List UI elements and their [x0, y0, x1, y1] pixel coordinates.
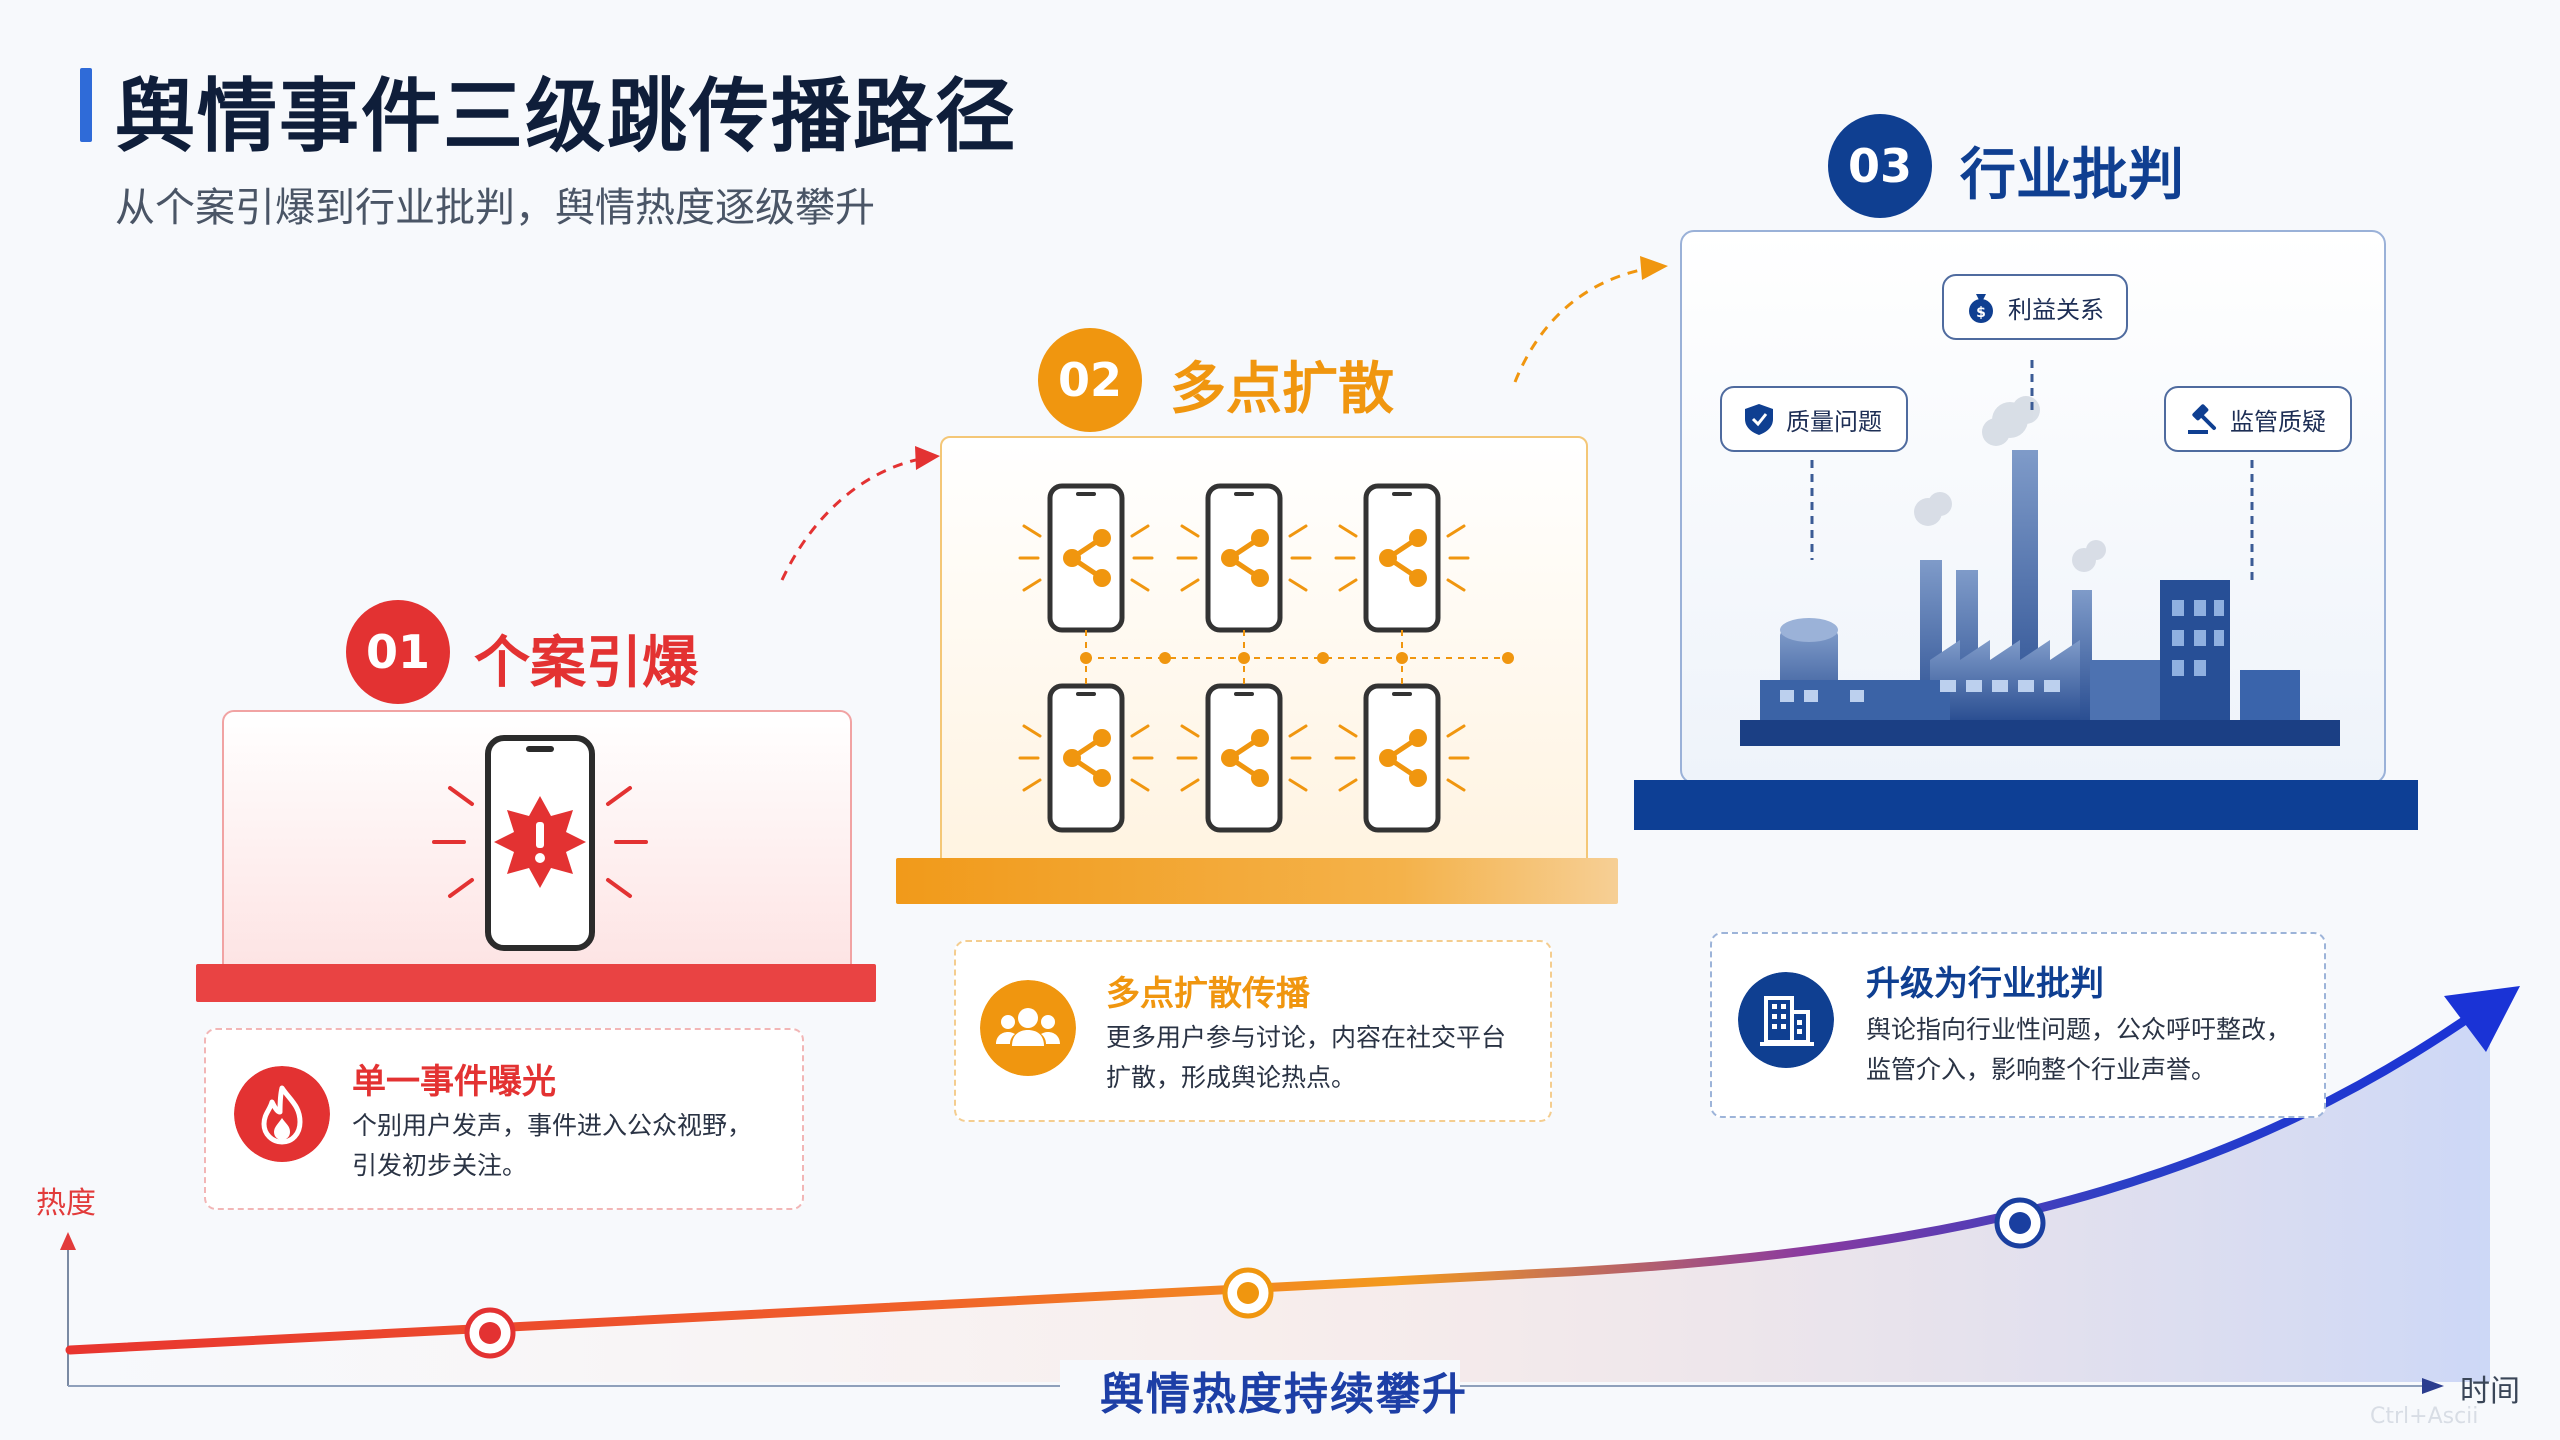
- heat-curve-label: 舆情热度持续攀升: [1100, 1369, 1468, 1420]
- step-03-badge: 03: [1828, 114, 1932, 218]
- step-01-card-desc-line1: 个别用户发声，事件进入公众视野，: [352, 1111, 753, 1140]
- tag-interest-label: 利益关系: [2008, 295, 2104, 324]
- share-phone-3: [1336, 486, 1468, 630]
- arrow-02-to-03: [1513, 266, 1651, 383]
- share-phone-5: [1178, 686, 1310, 830]
- tag-quality-label: 质量问题: [1786, 407, 1882, 436]
- step-03-card-desc-line1: 舆论指向行业性问题，公众呼吁整改，: [1866, 1015, 2292, 1044]
- money-bag-icon: $: [1969, 294, 1993, 323]
- step-03-base: [1634, 780, 2418, 830]
- step-02-base: [896, 858, 1618, 904]
- curve-marker-01: [464, 1307, 516, 1359]
- step-02-card-title: 多点扩散传播: [1106, 974, 1310, 1014]
- step-02-card-desc-line2: 扩散，形成舆论热点。: [1106, 1063, 1357, 1092]
- step-03-card-title: 升级为行业批判: [1866, 964, 2104, 1004]
- share-phone-4: [1020, 686, 1152, 830]
- share-phone-2: [1178, 486, 1310, 630]
- step-02-badge: 02: [1038, 328, 1142, 432]
- step-02-title: 多点扩散: [1170, 357, 1394, 422]
- share-phone-6: [1336, 686, 1468, 830]
- step-01-card-desc-line2: 引发初步关注。: [352, 1151, 528, 1180]
- curve-marker-03: [1994, 1197, 2046, 1249]
- curve-marker-02: [1222, 1267, 1274, 1319]
- step-03-title: 行业批判: [1960, 143, 2184, 208]
- step-01-card-title: 单一事件曝光: [352, 1062, 556, 1102]
- tag-quality-issue: 质量问题: [1720, 386, 1908, 452]
- y-axis-label: 热度: [36, 1186, 96, 1221]
- heat-curve: [65, 1005, 2485, 1355]
- tag-connectors: [1810, 360, 2254, 580]
- step-02-card-desc-line1: 更多用户参与讨论，内容在社交平台: [1106, 1023, 1507, 1052]
- users-icon: [980, 980, 1076, 1076]
- step-03-card-desc-line2: 监管介入，影响整个行业声誉。: [1866, 1055, 2217, 1084]
- page-title: 舆情事件三级跳传播路径: [115, 70, 1017, 163]
- phone-share-grid: [990, 468, 1514, 848]
- gavel-icon: [2188, 404, 2216, 434]
- tag-regulation-doubt: 监管质疑: [2164, 386, 2352, 452]
- shield-icon: [1745, 404, 1773, 435]
- x-axis-label: 时间: [2460, 1374, 2520, 1409]
- factory-skyline-icon: [1740, 396, 2340, 746]
- tag-regulation-label: 监管质疑: [2230, 407, 2326, 436]
- watermark: Ctrl+Ascii: [2370, 1404, 2479, 1429]
- phone-alert-icon: [432, 735, 648, 951]
- step-01-base: [196, 964, 876, 1002]
- svg-text:$: $: [1976, 305, 1986, 321]
- fire-icon: [234, 1066, 330, 1162]
- arrow-01-to-02: [780, 456, 926, 581]
- y-axis-arrow: [60, 1232, 76, 1250]
- share-network-line: [1080, 630, 1514, 686]
- heat-curve-arrowhead: [2444, 986, 2520, 1052]
- x-axis-arrow: [2422, 1378, 2444, 1394]
- tag-interest-relation: $ 利益关系: [1942, 274, 2128, 340]
- heat-area-fill: [70, 1005, 2490, 1382]
- share-phone-1: [1020, 486, 1152, 630]
- building-icon: [1738, 972, 1834, 1068]
- step-01-badge: 01: [346, 600, 450, 704]
- step-01-title: 个案引爆: [474, 631, 698, 696]
- page-subtitle: 从个案引爆到行业批判，舆情热度逐级攀升: [115, 185, 875, 231]
- title-accent-bar: [80, 68, 92, 142]
